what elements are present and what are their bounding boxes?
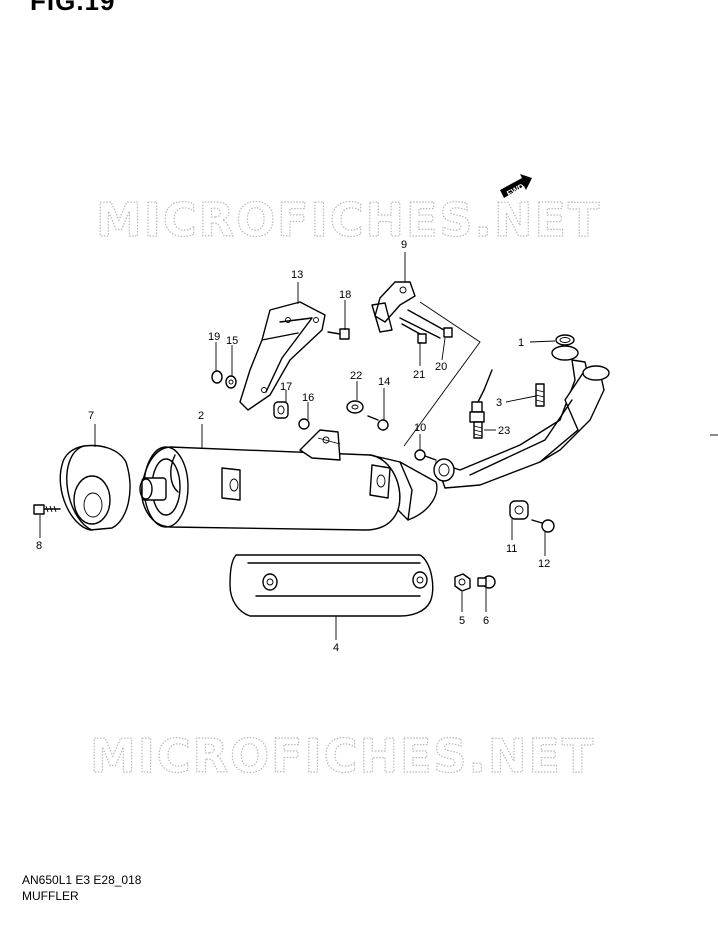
callout-14: 14 <box>378 376 390 388</box>
leader-lines <box>39 252 556 640</box>
washer-part-22 <box>346 400 364 414</box>
callout-20: 20 <box>435 361 447 373</box>
grommet-part <box>273 401 289 419</box>
heat-shield-part <box>229 554 434 617</box>
callout-5: 5 <box>459 615 465 627</box>
callout-4: 4 <box>333 642 339 654</box>
reference-code: AN650L1 E3 E28_018 <box>22 873 142 887</box>
figure-title: FIG.19 <box>30 0 116 16</box>
oxygen-sensor-part <box>469 369 493 439</box>
gasket-part <box>555 334 575 346</box>
callout-18: 18 <box>339 289 351 301</box>
watermark-top: MICROFICHES.NET <box>96 193 601 247</box>
watermark-bottom: MICROFICHES.NET <box>90 729 595 783</box>
end-cap-bolt-part <box>33 504 61 515</box>
callout-11: 11 <box>506 543 517 555</box>
callout-6: 6 <box>483 615 489 627</box>
bolt-part-14 <box>367 415 389 431</box>
collar-part <box>298 418 310 430</box>
muffler-body-part <box>139 429 438 531</box>
callout-22: 22 <box>350 370 362 382</box>
part-group-name: MUFFLER <box>22 889 79 903</box>
hanger-bracket-part <box>371 281 453 344</box>
callout-numbers: 1 2 3 4 5 6 7 8 9 10 11 12 13 14 15 16 1… <box>36 239 550 654</box>
callout-19: 19 <box>208 331 220 343</box>
callout-2: 2 <box>198 410 204 422</box>
callout-13: 13 <box>291 269 303 281</box>
routing-line <box>403 301 481 447</box>
heat-shield-bolt-part <box>477 575 496 589</box>
mounting-bracket-part <box>239 301 326 411</box>
callout-15: 15 <box>226 335 238 347</box>
callout-8: 8 <box>36 540 42 552</box>
callout-23: 23 <box>498 425 510 437</box>
callout-3: 3 <box>496 397 502 409</box>
callout-17: 17 <box>280 381 292 393</box>
callout-1: 1 <box>518 337 524 349</box>
bracket-bolt-part <box>327 328 350 340</box>
callout-12: 12 <box>538 558 550 570</box>
washer-part-15 <box>225 375 237 389</box>
cushion-part <box>509 500 529 520</box>
stud-bolt-part <box>535 383 545 407</box>
nut-part-19 <box>211 370 223 384</box>
callout-9: 9 <box>401 239 407 251</box>
bolt-part-10 <box>414 449 437 461</box>
heat-shield-nut-part <box>454 573 471 592</box>
exhaust-pipe-part <box>433 345 610 489</box>
bolt-part-12 <box>531 519 555 533</box>
end-cap-part <box>59 444 131 531</box>
callout-21: 21 <box>413 369 425 381</box>
callout-10: 10 <box>414 422 426 434</box>
callout-7: 7 <box>88 410 94 422</box>
callout-16: 16 <box>302 392 314 404</box>
